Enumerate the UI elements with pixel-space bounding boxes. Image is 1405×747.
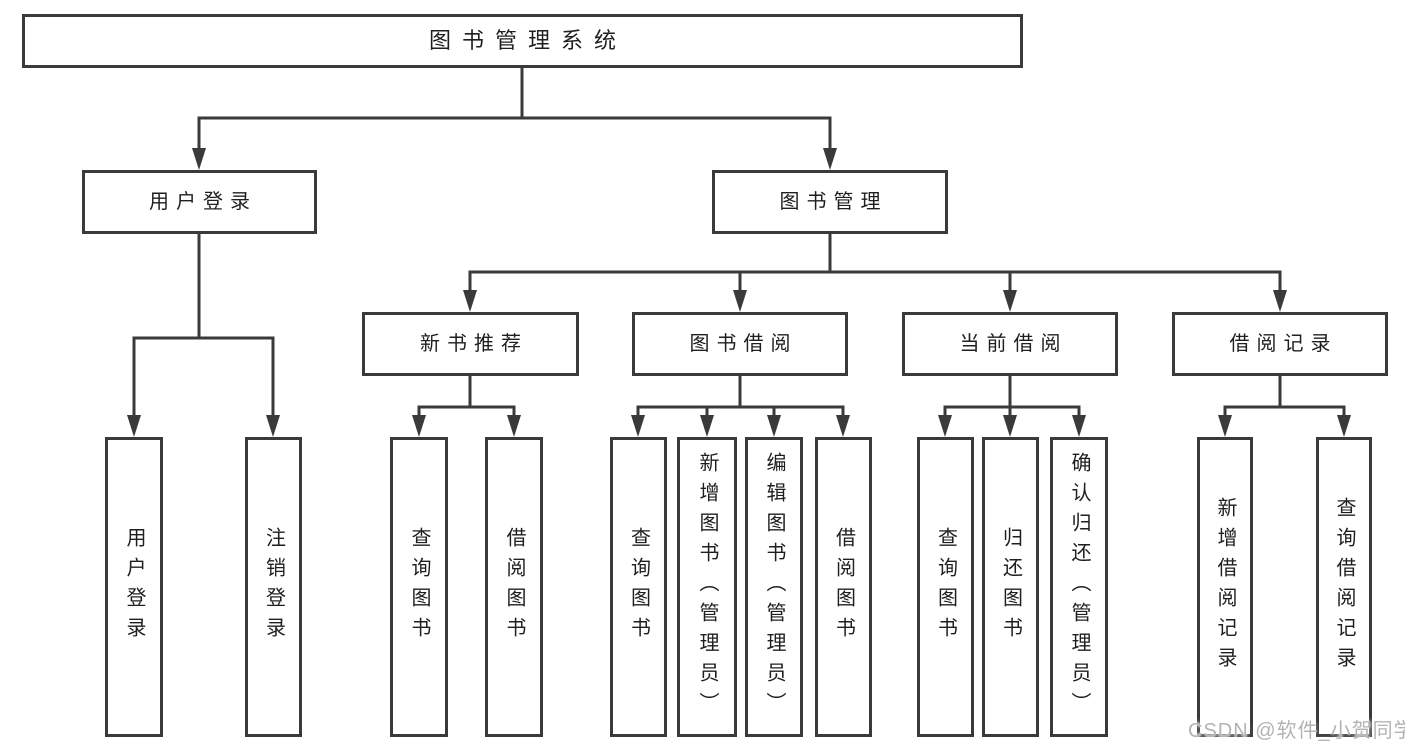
node-book-borrow-label: 图书借阅 [689,333,798,355]
leaf-user-login-label: 用户登录 [123,527,145,647]
leaf-records-add-record: 新增借阅记录 [1197,437,1253,737]
node-book-borrow: 图书借阅 [632,312,848,376]
node-current-borrow-label: 当前借阅 [959,333,1068,355]
leaf-newbook-borrow-books-label: 借阅图书 [503,527,525,647]
leaf-current-return-books-label: 归还图书 [999,527,1022,647]
leaf-borrow-add-books-admin: 新增图书（管理员） [677,437,737,737]
node-book-management-label: 图书管理 [779,191,888,213]
node-root-label: 图书管理系统 [428,28,627,53]
leaf-current-confirm-return-admin: 确认归还（管理员） [1050,437,1108,737]
leaf-borrow-borrow-books: 借阅图书 [815,437,872,737]
node-new-book-recommend-label: 新书推荐 [420,333,528,355]
leaf-user-login: 用户登录 [105,437,163,737]
leaf-borrow-borrow-books-label: 借阅图书 [832,527,855,647]
leaf-newbook-query-books-label: 查询图书 [408,527,430,647]
node-borrow-records-label: 借阅记录 [1229,333,1338,355]
node-user-login-label: 用户登录 [149,191,257,213]
leaf-logout-login-label: 注销登录 [262,527,285,647]
node-borrow-records: 借阅记录 [1172,312,1388,376]
leaf-current-return-books: 归还图书 [982,437,1039,737]
node-user-login: 用户登录 [82,170,317,234]
leaf-newbook-query-books: 查询图书 [390,437,448,737]
node-book-management: 图书管理 [712,170,948,234]
leaf-borrow-query-books-label: 查询图书 [627,527,650,647]
leaf-current-query-books-label: 查询图书 [934,527,957,647]
node-root: 图书管理系统 [22,14,1023,68]
leaf-current-confirm-return-admin-label: 确认归还（管理员） [1068,452,1090,722]
leaf-newbook-borrow-books: 借阅图书 [485,437,543,737]
node-current-borrow: 当前借阅 [902,312,1118,376]
leaf-records-query-record: 查询借阅记录 [1316,437,1372,737]
leaf-borrow-edit-books-admin-label: 编辑图书（管理员） [763,452,785,722]
leaf-borrow-add-books-admin-label: 新增图书（管理员） [696,452,718,722]
node-new-book-recommend: 新书推荐 [362,312,579,376]
leaf-logout-login: 注销登录 [245,437,302,737]
leaf-borrow-query-books: 查询图书 [610,437,667,737]
leaf-current-query-books: 查询图书 [917,437,974,737]
leaf-records-add-record-label: 新增借阅记录 [1214,497,1236,677]
watermark: CSDN @软件_小贺同学 [1188,720,1405,742]
leaf-borrow-edit-books-admin: 编辑图书（管理员） [745,437,803,737]
leaf-records-query-record-label: 查询借阅记录 [1333,497,1355,677]
